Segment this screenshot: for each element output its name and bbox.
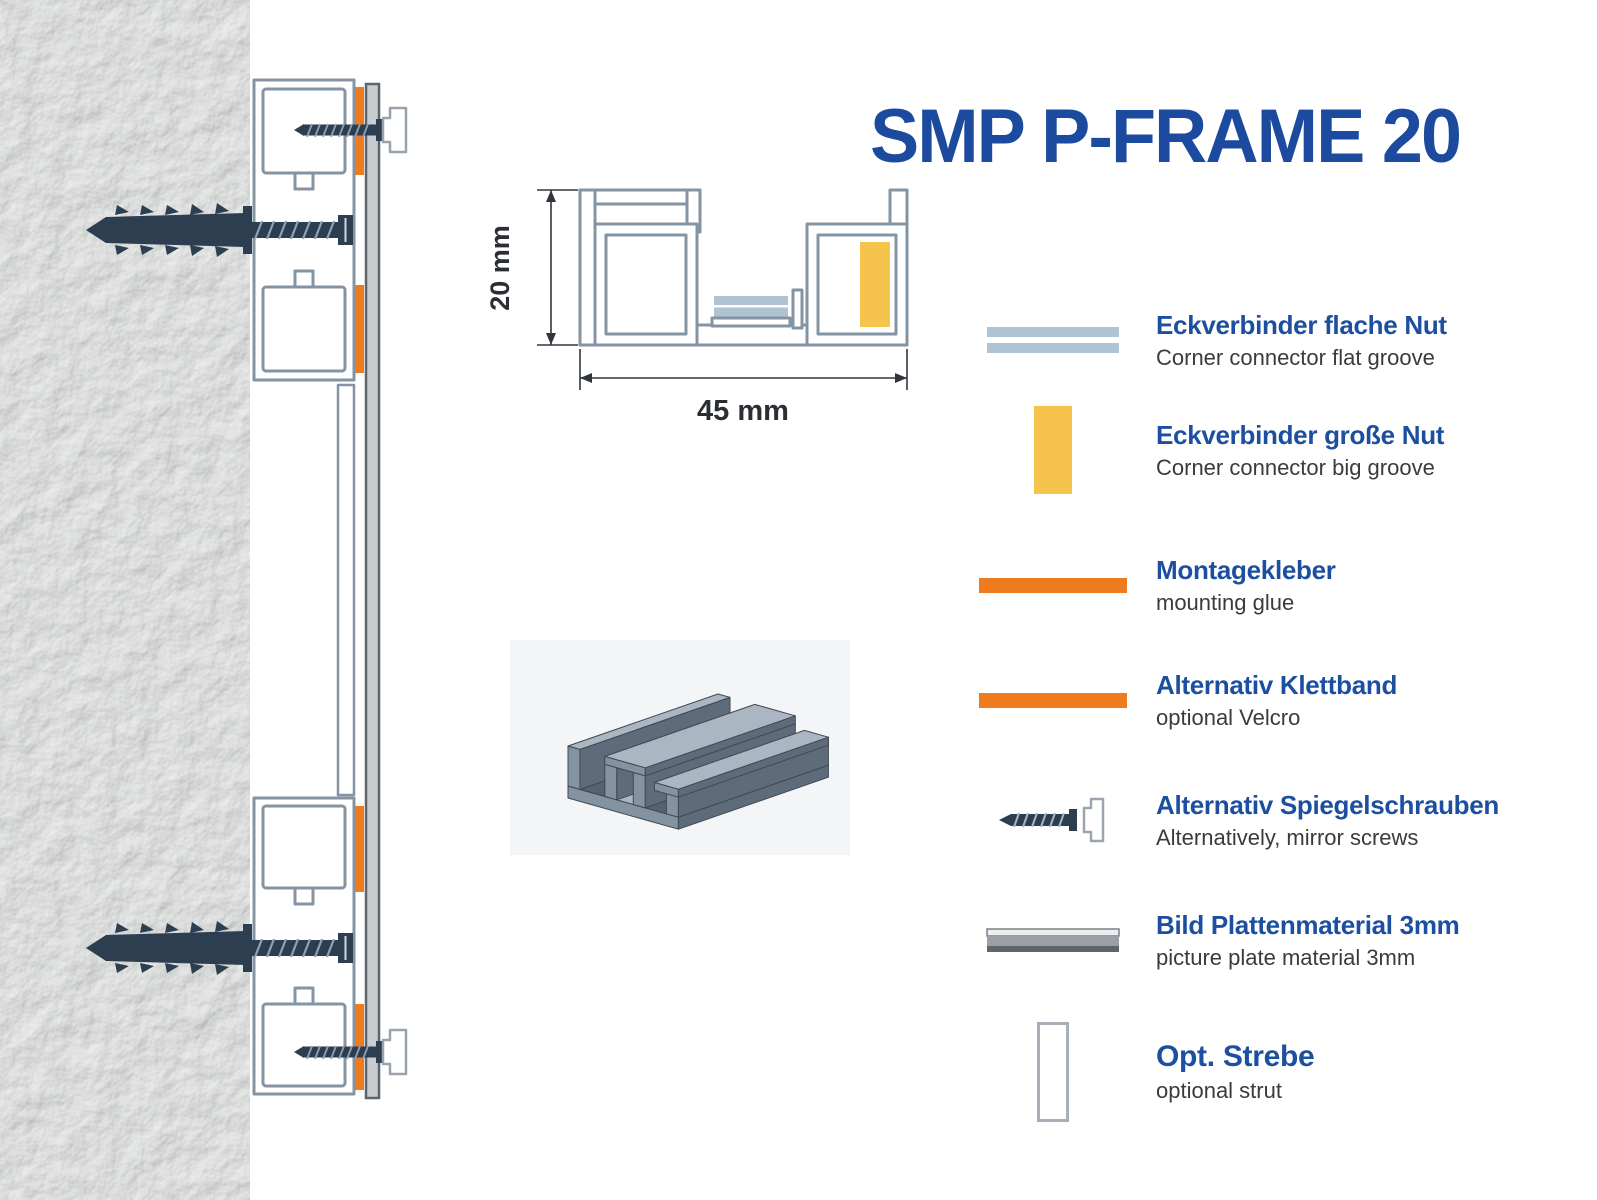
legend-subtitle: optional strut <box>1156 1078 1282 1103</box>
flat-groove-connector <box>714 296 788 317</box>
legend-item-velcro: Alternativ Klettband optional Velcro <box>958 657 1397 743</box>
legend-item-big-groove: Eckverbinder große Nut Corner connector … <box>958 402 1444 498</box>
velcro-bar-icon <box>979 692 1127 708</box>
legend-subtitle: optional Velcro <box>1156 704 1301 730</box>
legend-subtitle: picture plate material 3mm <box>1156 944 1416 970</box>
width-dimension-label: 45 mm <box>697 395 789 427</box>
legend-title: Eckverbinder große Nut <box>1156 419 1445 450</box>
profile-outline <box>578 188 909 347</box>
profile-cross-section: 20 mm 45 mm <box>485 188 909 427</box>
legend-title: Eckverbinder flache Nut <box>1156 309 1447 340</box>
wall-assembly-diagram <box>0 0 408 1200</box>
legend-title: Alternativ Klettband <box>1156 669 1398 700</box>
legend-title: Opt. Strebe <box>1156 1040 1315 1073</box>
legend-title: Bild Plattenmaterial 3mm <box>1156 909 1460 940</box>
mounting-glue-strips <box>355 87 364 1090</box>
height-dimension-lines <box>537 189 578 346</box>
legend-subtitle: Alternatively, mirror screws <box>1156 824 1419 850</box>
legend-item-picture-plate: Bild Plattenmaterial 3mm picture plate m… <box>958 897 1460 983</box>
width-dimension-lines <box>579 349 908 390</box>
legend-title: Montagekleber <box>1156 554 1336 585</box>
profile-3d-shape <box>567 693 829 830</box>
profile-3d-view <box>510 640 850 855</box>
mirror-screw-icon <box>999 797 1105 843</box>
picture-plate <box>364 82 381 1100</box>
strut-icon <box>1037 1022 1069 1122</box>
optional-strut <box>336 383 356 797</box>
big-groove-block-icon <box>1034 406 1072 494</box>
legend-subtitle: mounting glue <box>1156 589 1295 615</box>
legend-subtitle: Corner connector flat groove <box>1156 344 1435 370</box>
legend-item-flat-groove: Eckverbinder flache Nut Corner connector… <box>958 296 1447 384</box>
legend-item-mounting-glue: Montagekleber mounting glue <box>958 542 1336 628</box>
legend-title: Alternativ Spiegelschrauben <box>1156 789 1500 820</box>
height-dimension-label: 20 mm <box>485 225 515 311</box>
mounting-glue-bar-icon <box>979 577 1127 593</box>
picture-plate-icon <box>986 928 1120 952</box>
width-dimension-arrows <box>580 373 907 383</box>
wall-texture <box>0 0 250 1200</box>
legend-subtitle: Corner connector big groove <box>1156 454 1435 480</box>
page-title: SMP P-FRAME 20 <box>869 93 1462 179</box>
legend-item-strut: Opt. Strebe optional strut <box>958 1014 1315 1130</box>
legend-item-mirror-screws: Alternativ Spiegelschrauben Alternativel… <box>958 777 1499 863</box>
height-dimension-arrows <box>546 190 556 345</box>
flat-groove-bars-icon <box>987 327 1119 353</box>
big-groove-connector <box>860 242 890 327</box>
